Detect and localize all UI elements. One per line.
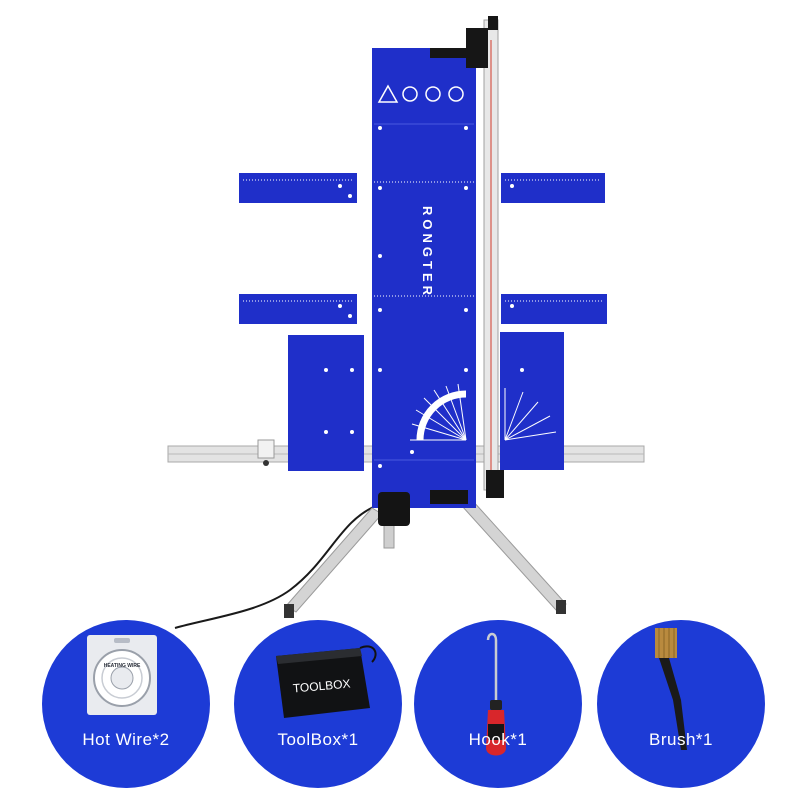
wear-goggles-icon — [425, 86, 441, 102]
toolbox-bag-text: TOOLBOX — [292, 677, 351, 696]
package-text: HEATING WIRE — [104, 663, 141, 669]
accessory-brush: Brush*1 — [597, 620, 765, 788]
wire-brush-icon — [655, 628, 687, 750]
accessory-label-hot-wire: Hot Wire*2 — [82, 730, 170, 749]
wear-gloves-icon — [448, 86, 464, 102]
accessory-label-toolbox: ToolBox*1 — [277, 730, 359, 749]
toolbox-bag-icon: TOOLBOX — [276, 645, 377, 718]
power-control-unit — [378, 492, 410, 526]
accessory-label-brush: Brush*1 — [649, 730, 713, 749]
accessory-label-hook: Hook*1 — [468, 730, 528, 749]
left-extension-wings — [239, 173, 364, 471]
warning-hot-surface-icon — [377, 84, 399, 103]
cutting-arm — [430, 16, 504, 498]
right-extension-wings — [500, 173, 607, 470]
safety-icons-row — [377, 84, 464, 103]
accessory-toolbox: TOOLBOX ToolBox*1 — [234, 620, 402, 788]
angle-protractor — [410, 383, 467, 441]
power-cable — [174, 504, 379, 629]
accessory-hot-wire: HEATING WIRE Hot Wire*2 — [42, 620, 210, 788]
hook-tool-icon — [486, 632, 506, 756]
accessory-hook: Hook*1 — [414, 620, 582, 788]
brand-text: RONGTER — [420, 206, 435, 299]
hot-wire-spool-icon: HEATING WIRE — [87, 635, 157, 715]
tripod-stand — [284, 499, 567, 618]
main-cutting-board — [372, 48, 476, 526]
read-manual-icon — [402, 86, 418, 102]
